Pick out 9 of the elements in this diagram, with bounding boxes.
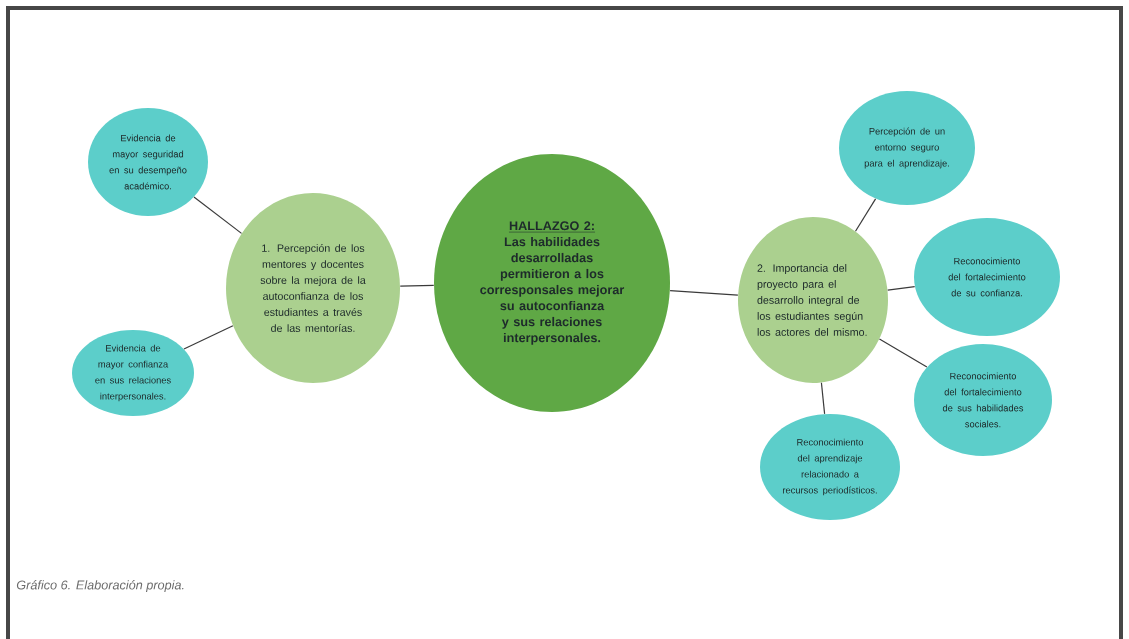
connector-line [399,284,435,287]
caption: Gráfico 6. Elaboración propia. [16,580,184,592]
connector-line [183,325,234,350]
connector-line [878,338,928,368]
connector-line [669,290,739,296]
connector-line [854,198,877,232]
connector-line [887,285,916,291]
connector-line [820,382,826,415]
connector-line [193,196,243,234]
